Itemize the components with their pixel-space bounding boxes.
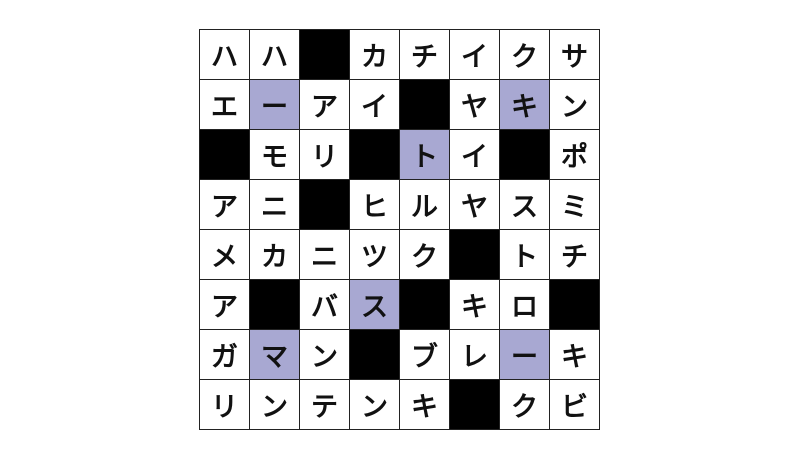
grid-cell[interactable]: リ <box>300 130 350 180</box>
highlighted-cell[interactable]: ス <box>350 280 400 330</box>
grid-cell[interactable]: ス <box>500 180 550 230</box>
grid-cell[interactable]: ポ <box>550 130 600 180</box>
grid-cell[interactable]: ト <box>500 230 550 280</box>
grid-cell[interactable]: イ <box>450 30 500 80</box>
grid-cell[interactable]: ヤ <box>450 180 500 230</box>
grid-cell[interactable]: ヒ <box>350 180 400 230</box>
black-cell <box>400 280 450 330</box>
grid-cell[interactable]: ハ <box>200 30 250 80</box>
grid-cell[interactable]: リ <box>200 380 250 430</box>
crossword-grid: ハハカチイクサエーアイヤキンモリトイポアニヒルヤスミメカニツクトチアバスキロガマ… <box>199 29 600 430</box>
black-cell <box>500 130 550 180</box>
grid-cell[interactable]: ヤ <box>450 80 500 130</box>
grid-cell[interactable]: ク <box>500 30 550 80</box>
grid-cell[interactable]: ガ <box>200 330 250 380</box>
grid-cell[interactable]: ミ <box>550 180 600 230</box>
black-cell <box>450 380 500 430</box>
grid-cell[interactable]: チ <box>550 230 600 280</box>
grid-cell[interactable]: ビ <box>550 380 600 430</box>
grid-cell[interactable]: レ <box>450 330 500 380</box>
black-cell <box>300 180 350 230</box>
grid-cell[interactable]: キ <box>550 330 600 380</box>
grid-cell[interactable]: ク <box>400 230 450 280</box>
black-cell <box>450 230 500 280</box>
black-cell <box>400 80 450 130</box>
grid-cell[interactable]: テ <box>300 380 350 430</box>
black-cell <box>250 280 300 330</box>
grid-cell[interactable]: ク <box>500 380 550 430</box>
grid-cell[interactable]: ロ <box>500 280 550 330</box>
grid-cell[interactable]: ン <box>550 80 600 130</box>
grid-cell[interactable]: ニ <box>250 180 300 230</box>
grid-cell[interactable]: カ <box>350 30 400 80</box>
grid-cell[interactable]: エ <box>200 80 250 130</box>
grid-cell[interactable]: ブ <box>400 330 450 380</box>
grid-cell[interactable]: キ <box>450 280 500 330</box>
grid-cell[interactable]: メ <box>200 230 250 280</box>
grid-cell[interactable]: ア <box>300 80 350 130</box>
black-cell <box>350 130 400 180</box>
black-cell <box>350 330 400 380</box>
grid-cell[interactable]: ア <box>200 180 250 230</box>
highlighted-cell[interactable]: ー <box>500 330 550 380</box>
grid-cell[interactable]: ツ <box>350 230 400 280</box>
grid-cell[interactable]: ア <box>200 280 250 330</box>
grid-cell[interactable]: モ <box>250 130 300 180</box>
grid-cell[interactable]: ン <box>250 380 300 430</box>
grid-cell[interactable]: カ <box>250 230 300 280</box>
highlighted-cell[interactable]: ト <box>400 130 450 180</box>
black-cell <box>550 280 600 330</box>
grid-cell[interactable]: キ <box>400 380 450 430</box>
black-cell <box>200 130 250 180</box>
grid-cell[interactable]: ン <box>300 330 350 380</box>
grid-cell[interactable]: ル <box>400 180 450 230</box>
grid-cell[interactable]: ン <box>350 380 400 430</box>
highlighted-cell[interactable]: マ <box>250 330 300 380</box>
highlighted-cell[interactable]: ー <box>250 80 300 130</box>
grid-cell[interactable]: チ <box>400 30 450 80</box>
grid-cell[interactable]: イ <box>450 130 500 180</box>
black-cell <box>300 30 350 80</box>
grid-cell[interactable]: イ <box>350 80 400 130</box>
grid-cell[interactable]: ハ <box>250 30 300 80</box>
grid-cell[interactable]: サ <box>550 30 600 80</box>
highlighted-cell[interactable]: キ <box>500 80 550 130</box>
grid-cell[interactable]: ニ <box>300 230 350 280</box>
grid-cell[interactable]: バ <box>300 280 350 330</box>
